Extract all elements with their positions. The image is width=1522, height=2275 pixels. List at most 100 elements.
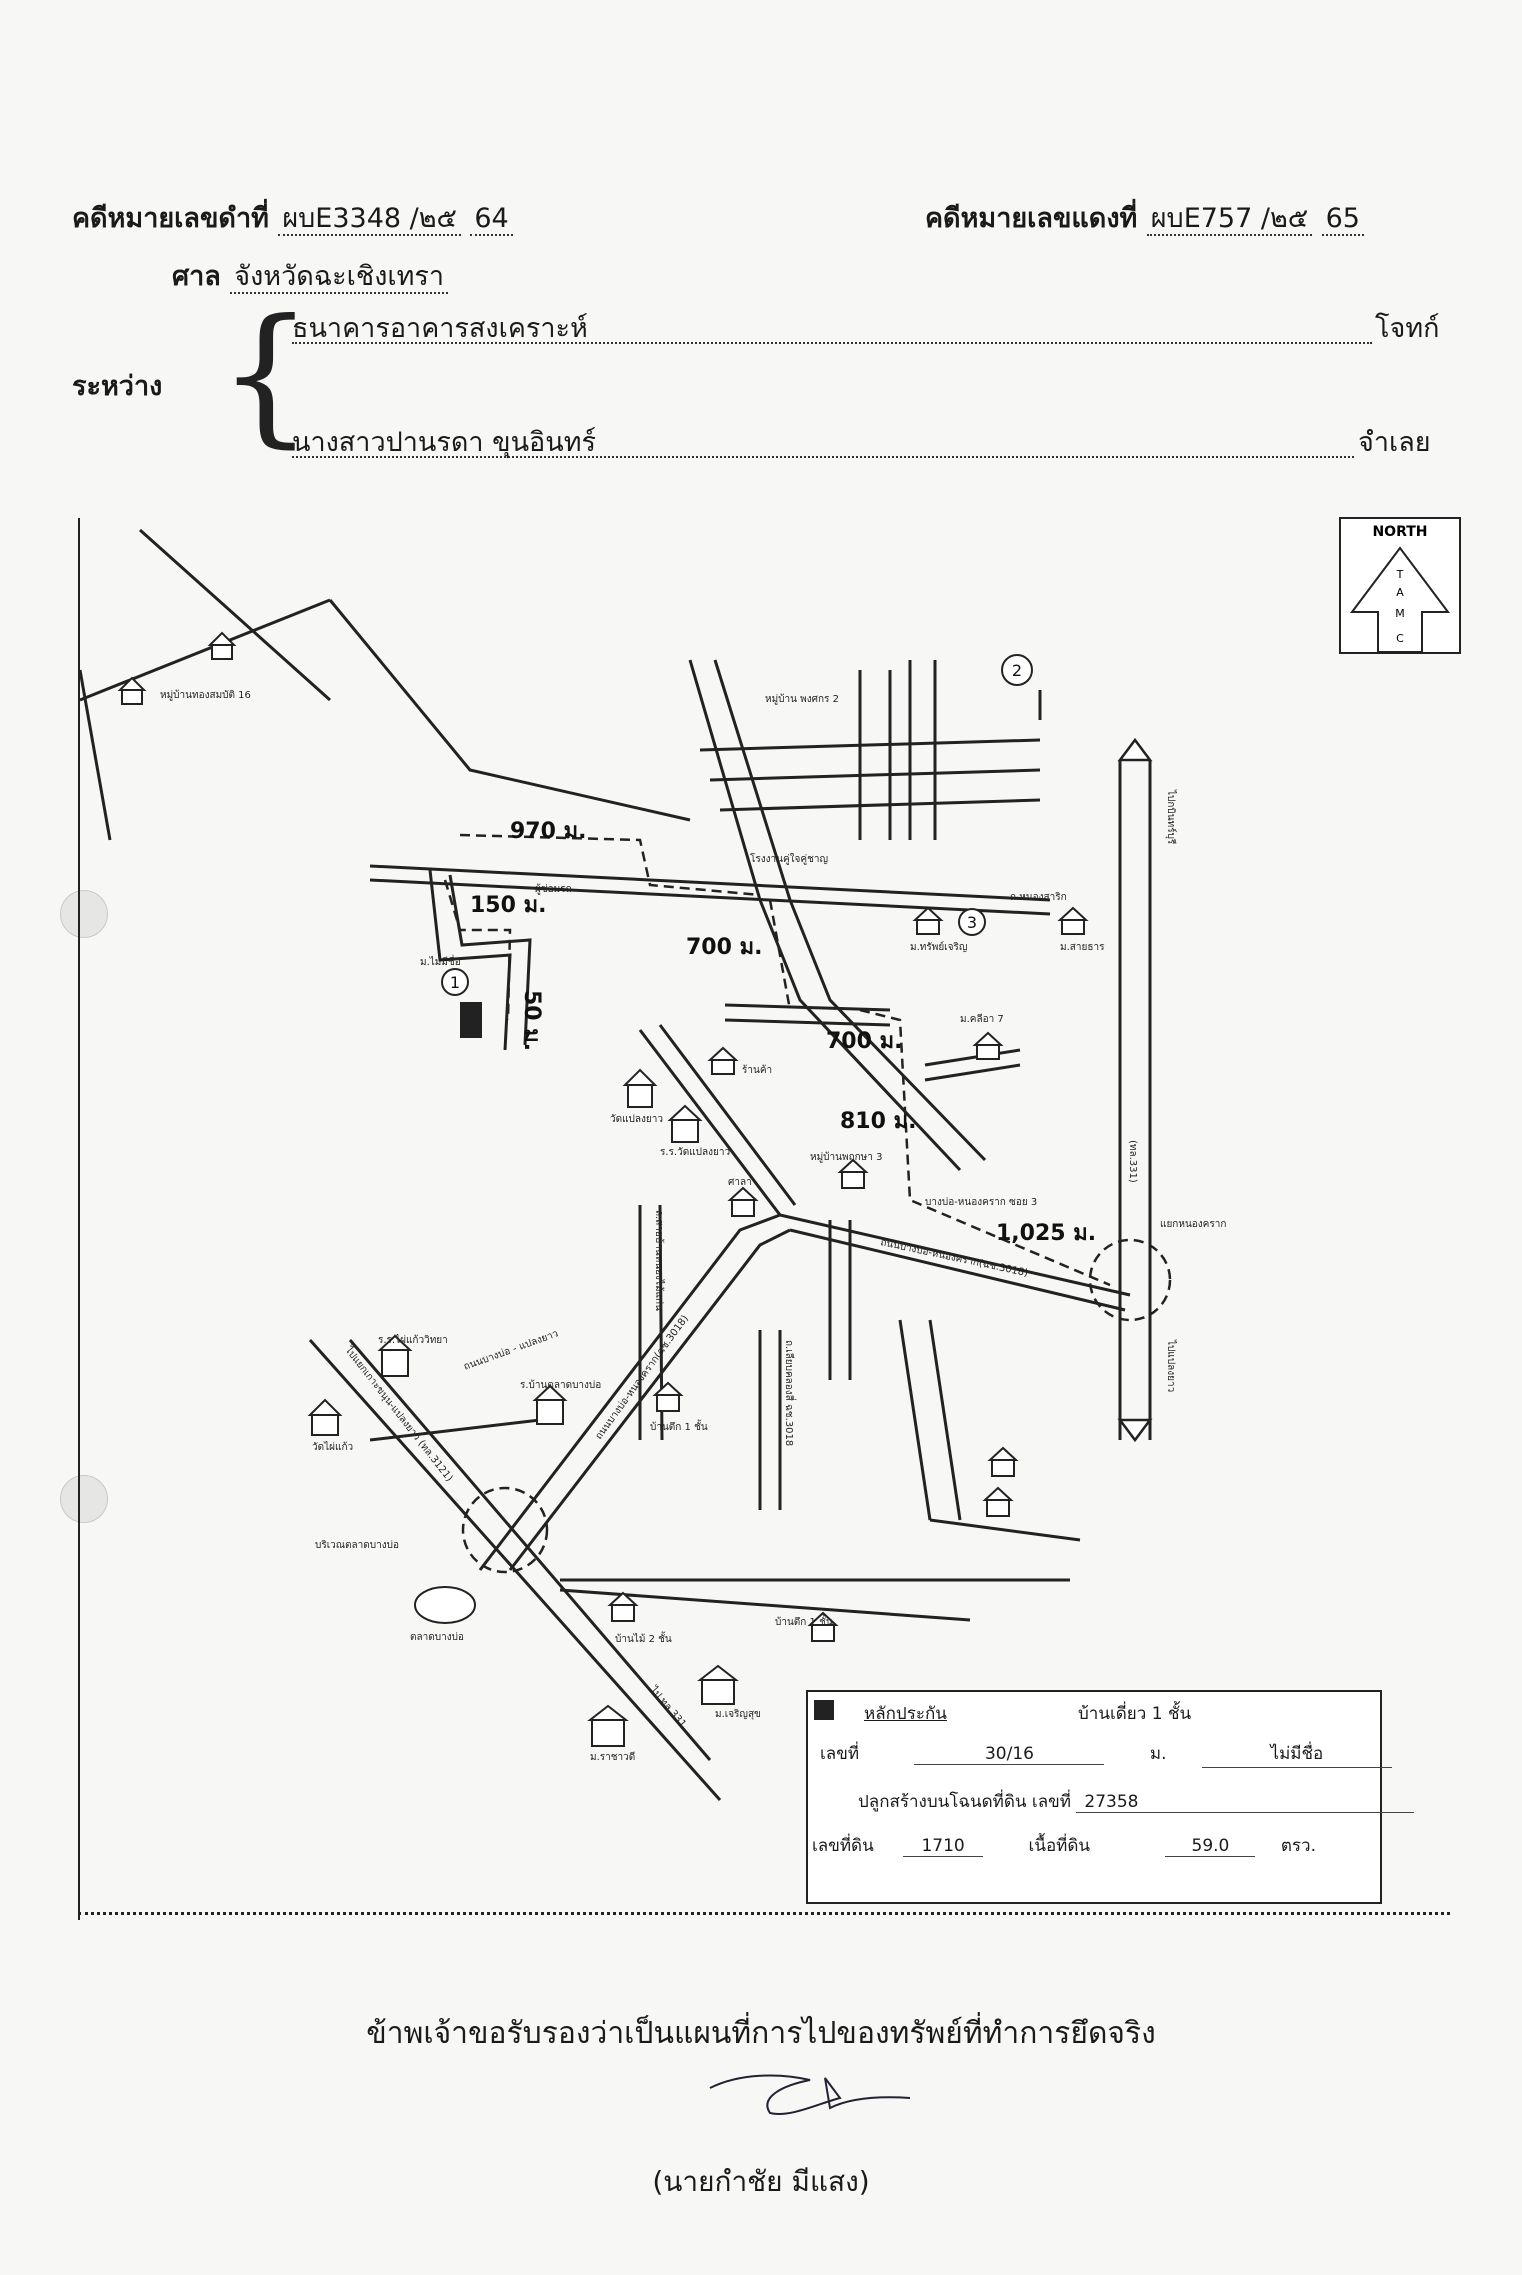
label-wat-phai: วัดไผ่แก้ว — [312, 1441, 353, 1453]
house-icon — [982, 1486, 1014, 1517]
house-icon — [727, 1186, 759, 1217]
label-shop-small: ผู้ซ่อมรถ — [535, 883, 572, 895]
defendant-dotline — [292, 456, 1354, 458]
marker-2-label: 2 — [1012, 661, 1022, 680]
house-icon — [652, 1381, 684, 1412]
label-ban-charoen: ม.เจริญสุข — [715, 1709, 761, 1720]
plaintiff-name: ธนาคารอาคารสงเคราะห์ — [292, 313, 588, 344]
legend-area-unit: ตรว. — [1280, 1836, 1316, 1856]
legend-title: หลักประกัน — [864, 1704, 947, 1724]
map-frame — [78, 518, 1452, 1920]
label-ban-suanthip: หมู่บ้านพฤกษา 3 — [810, 1151, 882, 1163]
dist-150: 150 ม. — [470, 893, 546, 918]
red-case-label: คดีหมายเลขแดงที่ — [925, 203, 1138, 234]
label-wat-plaeng: วัดแปลงยาว — [610, 1114, 663, 1125]
legend-land-row: เลขที่ดิน 1710 เนื้อที่ดิน 59.0 ตรว. — [812, 1832, 1316, 1859]
label-road-south: ไปแปลงยาว — [1165, 1339, 1177, 1392]
legend-area-label: เนื้อที่ดิน — [1028, 1836, 1091, 1856]
label-village16: หมู่บ้านทองสมบัติ 16 — [160, 689, 251, 701]
black-case-line: คดีหมายเลขดำที่ ผบE3348 /๒๕ 64 — [72, 196, 513, 239]
defendant-role: จำเลย — [1358, 427, 1431, 458]
legend-no-label: เลขที่ — [820, 1744, 860, 1764]
label-ban-mai2: บ้านไม้ 2 ชั้น — [615, 1631, 672, 1645]
legend-swatch — [814, 1700, 834, 1720]
black-case-label: คดีหมายเลขดำที่ — [72, 203, 269, 234]
legend-area-value: 59.0 — [1165, 1836, 1256, 1857]
house-icon — [987, 1446, 1019, 1477]
house-icon — [532, 1384, 568, 1425]
legend-type: บ้านเดี่ยว 1 ชั้น — [1078, 1704, 1192, 1724]
house-icon — [1057, 906, 1089, 935]
map-bottom-rule — [78, 1912, 1450, 1915]
court-label: ศาล — [172, 261, 221, 292]
binder-hole — [60, 890, 108, 938]
legend-deed-label: ปลูกสร้างบนโฉนดที่ดิน เลขที่ — [858, 1792, 1071, 1812]
label-hw331: (ทล.331) — [1127, 1140, 1138, 1183]
certification-text: ข้าพเจ้าขอรับรองว่าเป็นแผนที่การไปของทรั… — [366, 2016, 1156, 2051]
house-icon — [587, 1704, 629, 1747]
market-icon — [414, 1586, 476, 1624]
house-icon — [307, 1398, 343, 1436]
legend-no-row: เลขที่ 30/16 ม. ไม่มีชื่อ — [820, 1740, 1392, 1768]
target-house — [460, 1002, 482, 1038]
binder-hole — [60, 1475, 108, 1523]
marker-1 — [441, 968, 469, 996]
house-icon — [837, 1158, 869, 1189]
dist-700a: 700 ม. — [686, 935, 762, 960]
plaintiff-role: โจทก์ — [1375, 313, 1440, 344]
house-icon — [707, 1046, 739, 1075]
label-rr-wat: ร.ร.วัดแปลงยาว — [660, 1147, 730, 1158]
house-icon — [207, 631, 237, 660]
label-hw331b: ไป ทล.331 — [647, 1683, 689, 1729]
label-road-w: ถนนบางบ่อ - แปลงยาว — [462, 1328, 560, 1372]
between-label: ระหว่าง — [72, 371, 163, 402]
bracket-brace: { — [218, 288, 314, 462]
collateral-legend: หลักประกัน บ้านเดี่ยว 1 ชั้น เลขที่ 30/1… — [806, 1690, 1415, 1904]
label-ban-sap: ม.ทรัพย์เจริญ — [910, 941, 967, 953]
red-case-line: คดีหมายเลขแดงที่ ผบE757 /๒๕ 65 — [925, 196, 1364, 239]
label-market-ban: ร.บ้านตลาดบางบ่อ — [520, 1379, 601, 1391]
house-icon — [912, 906, 944, 935]
label-sala: ศาลา — [728, 1177, 752, 1188]
red-case-year: 65 — [1321, 203, 1364, 236]
signature — [709, 2074, 911, 2115]
house-icon — [972, 1031, 1004, 1060]
label-road-north: ไปกบินทร์บุรี — [1165, 789, 1177, 845]
dist-700b: 700 ม. — [826, 1029, 902, 1054]
dist-1025: 1,025 ม. — [996, 1221, 1096, 1246]
red-case-number: ผบE757 /๒๕ — [1146, 203, 1313, 236]
label-market: ตลาดบางบ่อ — [410, 1632, 464, 1643]
house-icon — [117, 676, 147, 705]
house-icon — [607, 1591, 639, 1622]
label-road-mid2: ถ.เลียบคลองสี่ ฉช.3018 — [783, 1340, 797, 1446]
north-compass: NORTH T A M C — [1339, 517, 1461, 654]
marker-3-label: 3 — [967, 913, 977, 932]
compass-letter-a: A — [1396, 586, 1404, 599]
marker-2 — [1001, 654, 1033, 686]
compass-letter-m: M — [1395, 607, 1405, 620]
legend-deed-row: ปลูกสร้างบนโฉนดที่ดิน เลขที่ 27358 — [858, 1788, 1415, 1815]
black-case-year: 64 — [470, 203, 513, 236]
label-market-area: บริเวณตลาดบางบ่อ — [315, 1540, 399, 1551]
marker-3 — [958, 908, 986, 936]
house-icon — [807, 1611, 839, 1642]
label-factory: โรงงานคู่ใจคู่ชาญ — [750, 852, 828, 865]
legend-land-label: เลขที่ดิน — [812, 1836, 874, 1856]
plaintiff-dotline — [292, 342, 1372, 344]
compass-north-label: NORTH — [1372, 524, 1427, 540]
black-case-number: ผบE3348 /๒๕ — [278, 203, 461, 236]
label-road-nongkrok: บางบ่อ-หนองคราก ซอย 3 — [925, 1197, 1037, 1208]
label-ban-tuek1: บ้านตึก 1 ชั้น — [650, 1419, 708, 1433]
dist-50: 50 ม. — [519, 990, 544, 1051]
dist-810: 810 ม. — [840, 1109, 916, 1134]
label-junction: แยกหนองคราก — [1160, 1219, 1226, 1230]
label-shop: ร้านค้า — [742, 1064, 772, 1076]
legend-moo-label: ม. — [1149, 1744, 1167, 1764]
court-line: ศาล จังหวัดฉะเชิงเทรา — [172, 254, 449, 297]
house-icon — [697, 1664, 739, 1705]
legend-no-value: 30/16 — [914, 1744, 1105, 1765]
compass-letter-c: C — [1396, 632, 1404, 645]
label-village2: หมู่บ้าน พงศกร 2 — [765, 693, 839, 705]
label-ban-kriya: ม.คลีอา 7 — [960, 1013, 1004, 1025]
